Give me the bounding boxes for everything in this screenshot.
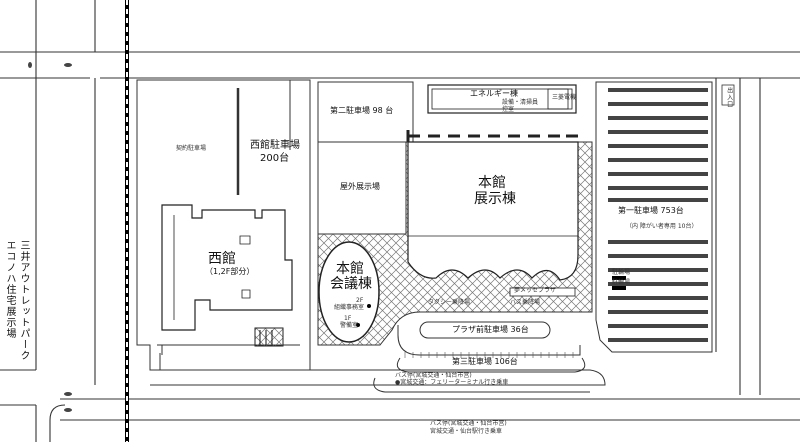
- conference-hall-name: 本館: [336, 261, 364, 277]
- west-lot-small-label: 契約駐車場: [176, 145, 207, 152]
- bicycle-1-label: 駐輪場: [612, 269, 631, 276]
- road-label-top-right: 出入口: [725, 87, 733, 108]
- top-right-sign: [721, 84, 735, 106]
- road-label-mitsui-outlet: 三井アウトレットパーク: [18, 240, 29, 361]
- energy-building-sub1: 設備・清掃員: [502, 99, 539, 106]
- plaza-front-lot: [396, 321, 586, 373]
- third-lot-label: 第三駐車場 106台: [452, 357, 518, 366]
- road-curve-1: [49, 404, 66, 442]
- bicycle-2-label: 駐輪場: [612, 279, 631, 286]
- first-lot-rows: [608, 88, 708, 342]
- conference-floor1-room: 警備室: [340, 322, 359, 329]
- first-lot: [595, 81, 713, 353]
- west-stair: [254, 327, 284, 347]
- conference-hall: [318, 241, 380, 343]
- first-lot-label: 第一駐車場 753台: [618, 206, 684, 215]
- west-hall-outline: [161, 204, 293, 331]
- west-lot: [136, 79, 311, 371]
- west-hall-name: 西館: [208, 251, 236, 267]
- energy-building: [427, 84, 577, 114]
- main-hall: [407, 141, 579, 297]
- third-lot-stalls: [404, 352, 574, 358]
- first-lot-marks: [612, 276, 626, 290]
- conference-floor1: 1F: [344, 315, 352, 322]
- road-label-econohouse: エコノハ住宅展示場: [4, 240, 15, 339]
- main-hall-name: 本館: [478, 175, 506, 191]
- messe-plaza-label: 夢メッセプラザ: [514, 287, 557, 294]
- plaza-front-lot-label: プラザ前駐車場 36台: [452, 325, 529, 334]
- top-dashes: [406, 130, 578, 142]
- west-lot-count: 200台: [260, 153, 290, 164]
- small-building-label: 三菱電機: [552, 94, 577, 101]
- first-lot-outline: [595, 81, 713, 353]
- bus-stop-2-name: バス停(宮城交通・仙台市営): [430, 420, 507, 427]
- outdoor-exhibit-label: 屋外展示場: [340, 182, 380, 191]
- second-lot-label: 第二駐車場 98 台: [330, 106, 394, 115]
- bus-stop-1-name: バス停(宮城交通・仙台市営): [395, 372, 472, 379]
- conference-floor2-room: 組織事務室: [334, 304, 365, 311]
- energy-building-name: エネルギー棟: [470, 89, 518, 98]
- bus-stand-label: バス乗降場: [510, 299, 541, 306]
- bus-loop: [150, 353, 606, 393]
- main-hall-sub: 展示棟: [474, 191, 516, 207]
- central-area: [317, 81, 414, 235]
- west-hall-building: [161, 204, 293, 331]
- energy-building-sub2: 控室: [502, 106, 515, 113]
- first-lot-note: （内 障がい者専用 10台）: [626, 223, 698, 230]
- west-hall-sub: （1,2F部分）: [205, 267, 255, 276]
- west-lot-outline: [136, 79, 311, 371]
- west-lot-name: 西館駐車場: [250, 140, 300, 151]
- road-markings: [28, 62, 72, 412]
- bus-stop-2-line: 宮城交通・仙台駅行き乗車: [430, 428, 503, 435]
- bus-stop-1-line: ●宮城交通：フェリーターミナル行き乗車: [395, 379, 509, 386]
- conference-floor2: 2F: [356, 297, 364, 304]
- taxi-stand-label: タクシー乗降場: [428, 299, 471, 306]
- conference-hall-sub: 会議棟: [330, 276, 372, 292]
